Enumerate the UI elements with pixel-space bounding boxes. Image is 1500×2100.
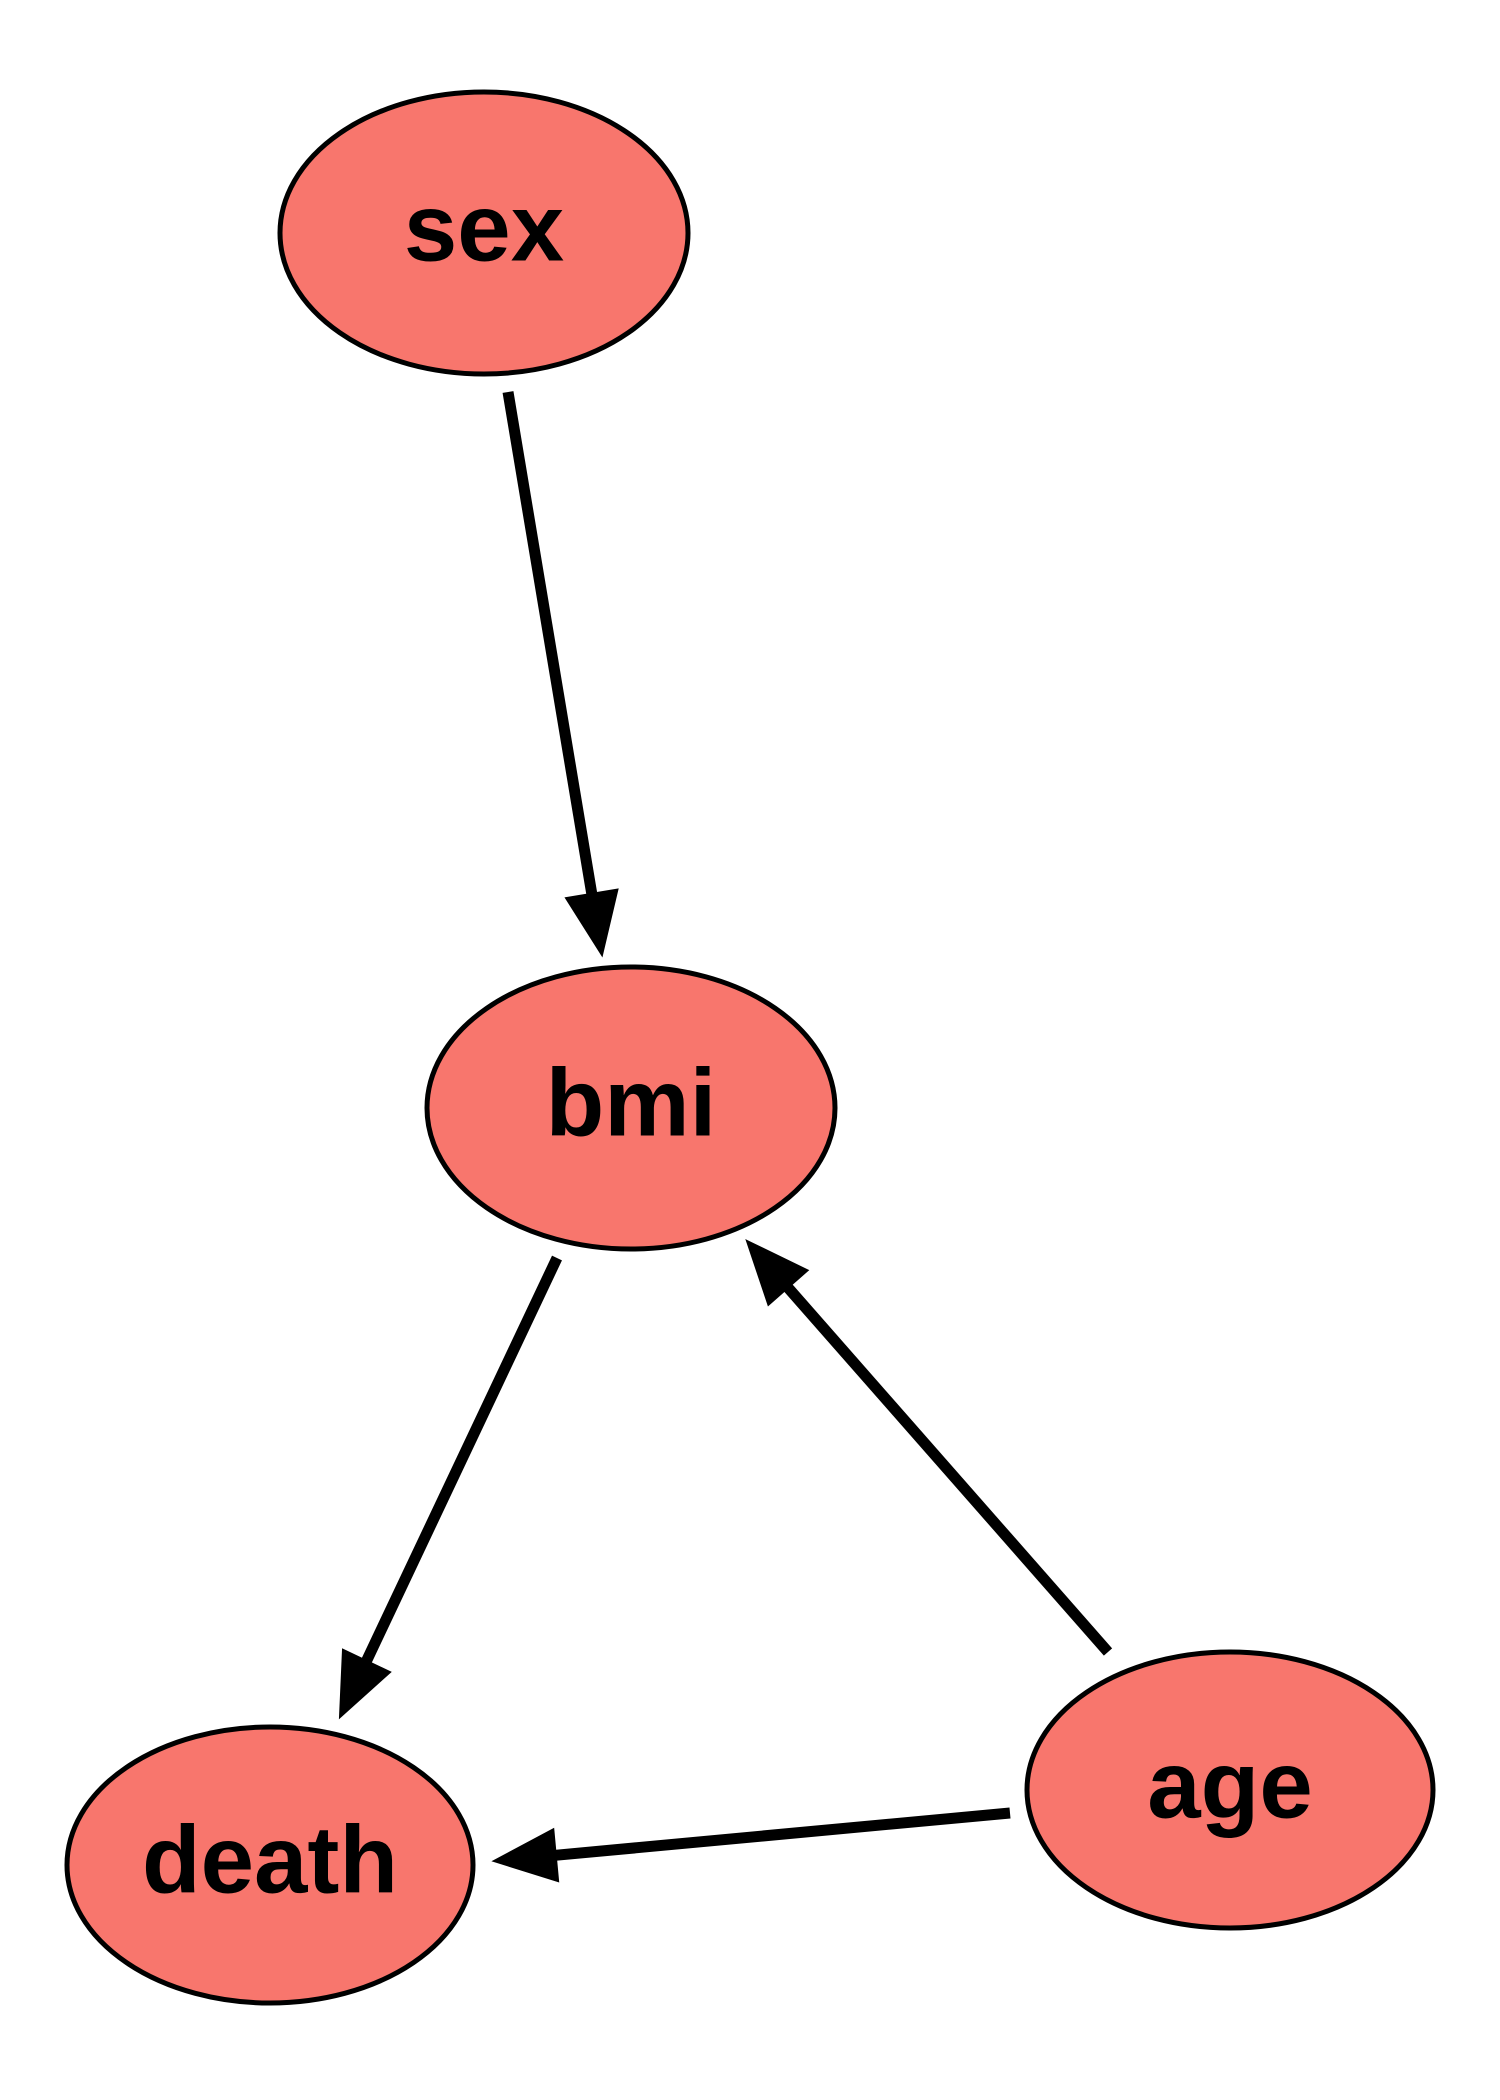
node-death-label: death <box>142 1806 398 1913</box>
edge-sex-to-bmi[interactable] <box>502 391 619 958</box>
edge-layer <box>338 391 1113 1883</box>
edge-age-to-bmi-line <box>774 1273 1113 1656</box>
node-bmi-label: bmi <box>546 1049 717 1156</box>
edge-age-to-death[interactable] <box>491 1807 1011 1883</box>
node-layer: sex bmi death age <box>64 89 1436 2006</box>
node-bmi[interactable]: bmi <box>424 964 838 1252</box>
edge-age-to-bmi[interactable] <box>745 1239 1113 1656</box>
node-sex[interactable]: sex <box>277 89 691 377</box>
node-age[interactable]: age <box>1024 1649 1436 1931</box>
node-age-ellipse <box>1024 1649 1436 1931</box>
edge-bmi-to-death-line <box>355 1255 562 1676</box>
edge-sex-to-bmi-arrowhead-icon <box>564 888 619 958</box>
node-death[interactable]: death <box>64 1724 476 2006</box>
node-bmi-ellipse <box>424 964 838 1252</box>
edge-age-to-bmi-arrowhead-icon <box>745 1239 810 1307</box>
node-sex-label: sex <box>404 174 564 281</box>
edge-bmi-to-death-arrowhead-icon <box>338 1648 392 1720</box>
edge-sex-to-bmi-line <box>502 391 600 909</box>
node-sex-ellipse <box>277 89 691 377</box>
node-age-label: age <box>1147 1731 1312 1838</box>
edge-age-to-death-arrowhead-icon <box>491 1827 560 1883</box>
node-death-ellipse <box>64 1724 476 2006</box>
edge-age-to-death-line <box>541 1807 1011 1863</box>
edge-bmi-to-death[interactable] <box>338 1255 562 1720</box>
